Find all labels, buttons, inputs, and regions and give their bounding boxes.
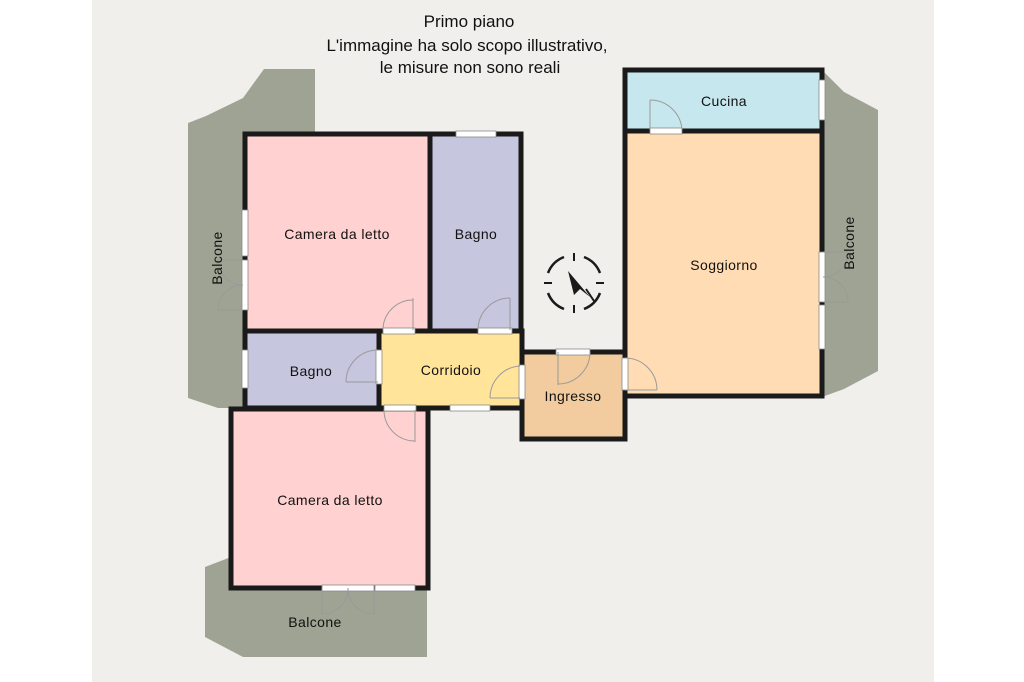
room-label-bedroom-top: Camera da letto: [284, 226, 390, 242]
door-gap-bathroom-small: [375, 349, 383, 385]
bedroom-bottom-area: [231, 410, 428, 588]
door-swing-entrance-top: [557, 351, 591, 385]
window-bedroom-top-left: [241, 209, 249, 257]
door-swing-bathroom-small: [345, 349, 379, 383]
bedroom-top-area: [245, 135, 429, 331]
door-swing-entrance-living: [624, 357, 658, 391]
room-label-corridor: Corridoio: [421, 362, 481, 378]
room-label-balcony-right: Balcone: [841, 216, 857, 269]
door-gap-bedroom-corridor: [382, 327, 416, 335]
door-gap-entrance-top: [555, 348, 591, 356]
corridor-area: [380, 333, 522, 408]
room-label-entrance: Ingresso: [545, 388, 602, 404]
room-label-balcony-bottom: Balcone: [288, 614, 341, 630]
room-label-kitchen: Cucina: [701, 93, 747, 109]
door-swing-bathroom-top: [477, 297, 511, 331]
bathroom-small-area: [245, 331, 378, 407]
entrance-area: [522, 352, 625, 439]
door-swing-bedroom-bottom-balcony: [321, 587, 375, 615]
door-gap-corridor-bedroom-bottom: [383, 404, 417, 412]
door-gap-entrance-living: [621, 357, 629, 391]
room-label-balcony-left: Balcone: [209, 231, 225, 284]
room-label-bedroom-bottom: Camera da letto: [277, 492, 383, 508]
door-swing-bedroom-corridor: [382, 298, 414, 331]
header-title: Primo piano: [424, 12, 515, 31]
balcony-left-area: [188, 69, 315, 408]
window-corridor-bottom: [449, 404, 491, 412]
door-gap-bathroom-top: [477, 327, 513, 335]
window-kitchen-right: [818, 79, 826, 121]
door-swing-corridor-bedroom-bottom: [383, 409, 416, 442]
door-gap-kitchen: [649, 127, 683, 135]
door-swing-living-balcony: [822, 251, 849, 303]
window-bathroom-top: [455, 130, 497, 138]
door-swing-kitchen: [649, 99, 683, 131]
doors: [217, 99, 849, 615]
door-swing-bedroom-balcony: [217, 259, 244, 311]
balcony-right-area: [822, 70, 878, 397]
door-gap-corridor-entrance: [518, 364, 526, 400]
window-living-right-lower: [818, 304, 826, 350]
balcony-bottom-area: [205, 557, 427, 657]
window-bedroom-bottom-right: [374, 584, 416, 592]
room-label-bathroom-small: Bagno: [290, 363, 332, 379]
room-label-bathroom-top: Bagno: [455, 226, 497, 242]
header-disclaimer-line2: le misure non sono reali: [380, 58, 560, 77]
compass-icon: [544, 253, 604, 313]
room-label-living: Soggiorno: [690, 257, 757, 273]
header-disclaimer-line1: L'immagine ha solo scopo illustrativo,: [326, 36, 607, 55]
door-swing-corridor-entrance: [489, 365, 521, 399]
living-area: [626, 132, 822, 396]
window-bathroom-small-left: [241, 349, 249, 389]
